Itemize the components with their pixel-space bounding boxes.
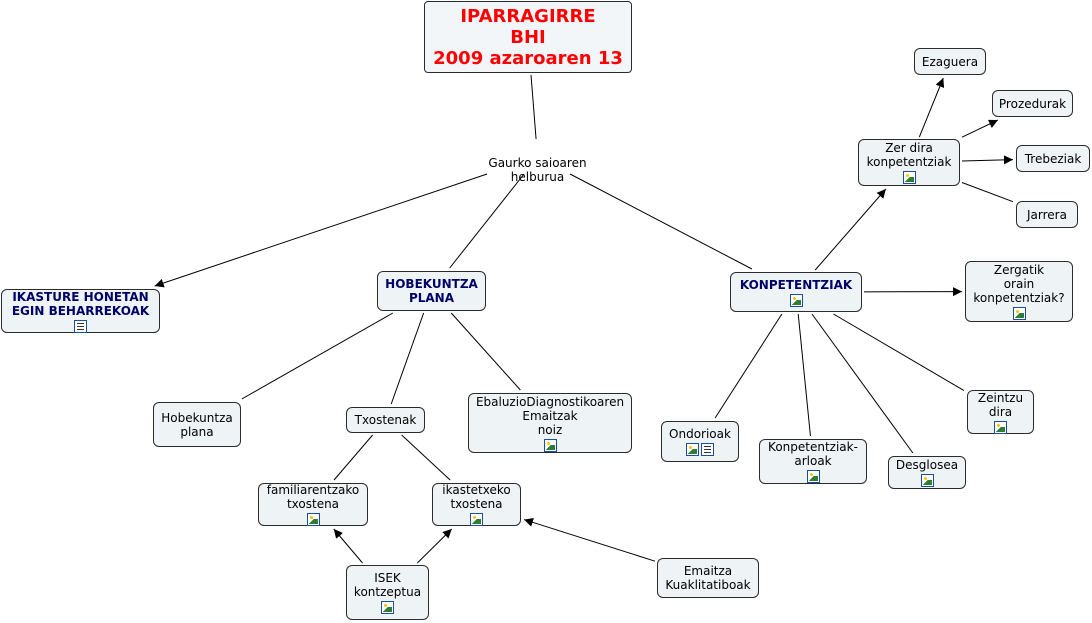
hobekuntza-plana-node[interactable]: Hobekuntza plana <box>153 402 241 447</box>
zergatik-node[interactable]: Zergatik orain konpetentziak? <box>965 261 1073 322</box>
ondorioak-node[interactable]: Ondorioak <box>661 421 739 462</box>
document-icon[interactable] <box>701 443 714 456</box>
image-icon[interactable] <box>994 420 1007 434</box>
ikasture-node[interactable]: IKASTURE HONETAN EGIN BEHARREKOAK <box>1 289 160 333</box>
arloak-node[interactable]: Konpetentziak- arloak <box>759 439 867 484</box>
zer-dira-text: Zer dira konpetentziak <box>866 141 952 169</box>
title-node[interactable]: IPARRAGIRRE BHI 2009 azaroaren 13 <box>424 1 632 73</box>
image-icon[interactable] <box>381 601 394 614</box>
familia-text: familiarentzako txostena <box>266 483 360 511</box>
trebeziak-node[interactable]: Trebeziak <box>1016 145 1090 172</box>
edge-konpetentziak-ondorioak <box>714 313 783 419</box>
edge-isek-familia <box>333 528 363 564</box>
image-icon[interactable] <box>686 443 699 456</box>
prozedurak-node[interactable]: Prozedurak <box>992 90 1073 117</box>
zeintzu-node[interactable]: Zeintzu dira <box>967 390 1034 434</box>
txostenak-text: Txostenak <box>354 413 417 427</box>
zer-dira-node[interactable]: Zer dira konpetentziak <box>858 139 960 186</box>
edge-konpetentziak-arloak <box>797 313 811 437</box>
edge-txostenak-ikastetxe <box>401 434 451 481</box>
isek-node[interactable]: ISEK kontzeptua <box>346 565 429 620</box>
center-node[interactable]: Gaurko saioaren helburua <box>479 142 596 184</box>
konpetentziak-node[interactable]: KONPETENTZIAK <box>730 272 862 312</box>
arloak-text: Konpetentziak- arloak <box>768 440 858 468</box>
ebaluzio-node[interactable]: EbaluzioDiagnostikoaren Emaitzak noiz <box>468 393 632 453</box>
edge-konpetentziak-zer_dira <box>814 188 887 271</box>
zergatik-text: Zergatik orain konpetentziak? <box>973 263 1065 305</box>
document-icon[interactable] <box>74 319 87 333</box>
edge-hobekuntza-txostenak <box>390 312 425 405</box>
image-icon[interactable] <box>470 513 483 526</box>
hobekuntza-text: HOBEKUNTZA PLANA <box>385 277 478 305</box>
hobekuntza-plana-text: Hobekuntza plana <box>161 410 233 439</box>
txostenak-node[interactable]: Txostenak <box>346 407 425 433</box>
image-icon[interactable] <box>543 438 557 452</box>
center-text: Gaurko saioaren helburua <box>488 156 587 184</box>
emaitza-node[interactable]: Emaitza Kuaklitatiboak <box>657 558 759 598</box>
edge-center-ikasture <box>154 173 488 288</box>
emaitza-text: Emaitza Kuaklitatiboak <box>665 564 751 592</box>
jarrera-node[interactable]: Jarrera <box>1016 201 1078 228</box>
zeintzu-text: Zeintzu dira <box>977 390 1024 419</box>
familia-node[interactable]: familiarentzako txostena <box>258 483 368 526</box>
konpetentziak-text: KONPETENTZIAK <box>739 277 853 292</box>
ikastetxe-node[interactable]: ikastetxeko txostena <box>432 483 521 526</box>
ebaluzio-text: EbaluzioDiagnostikoaren Emaitzak noiz <box>475 394 625 437</box>
edge-hobekuntza-hobekuntza_plana <box>241 312 394 400</box>
edge-zer_dira-jarrera <box>961 182 1014 203</box>
jarrera-text: Jarrera <box>1027 207 1067 222</box>
image-icon[interactable] <box>306 513 320 526</box>
ondorioak-text: Ondorioak <box>669 427 731 441</box>
edge-title-center <box>530 74 537 140</box>
edge-center-hobekuntza <box>449 173 525 269</box>
edge-konpetentziak-desglosea <box>811 313 914 454</box>
ezaguera-node[interactable]: Ezaguera <box>914 48 986 75</box>
hobekuntza-node[interactable]: HOBEKUNTZA PLANA <box>377 271 486 311</box>
edge-isek-ikastetxe <box>416 528 453 564</box>
isek-text: ISEK kontzeptua <box>353 571 422 599</box>
edge-zer_dira-trebeziak <box>961 155 1014 165</box>
edge-emaitza-ikastetxe <box>523 518 656 562</box>
edge-hobekuntza-ebaluzio <box>450 312 521 391</box>
ikastetxe-text: ikastetxeko txostena <box>442 483 511 511</box>
edge-txostenak-familia <box>333 434 374 481</box>
image-icon[interactable] <box>902 171 916 184</box>
edge-konpetentziak-zeintzu <box>833 313 965 392</box>
edge-zer_dira-ezaguera <box>918 77 945 138</box>
ikasture-text: IKASTURE HONETAN EGIN BEHARREKOAK <box>11 289 150 318</box>
desglosea-node[interactable]: Desglosea <box>888 456 966 489</box>
image-icon[interactable] <box>920 474 934 487</box>
trebeziak-text: Trebeziak <box>1024 151 1082 166</box>
prozedurak-text: Prozedurak <box>998 96 1067 111</box>
desglosea-text: Desglosea <box>895 458 959 472</box>
image-icon[interactable] <box>789 293 803 307</box>
image-icon[interactable] <box>1012 307 1026 320</box>
ezaguera-text: Ezaguera <box>921 54 979 69</box>
edge-center-konpetentziak <box>569 173 753 270</box>
edge-zer_dira-prozedurak <box>961 119 999 138</box>
image-icon[interactable] <box>806 470 820 483</box>
title-text: IPARRAGIRRE BHI 2009 azaroaren 13 <box>433 5 623 69</box>
